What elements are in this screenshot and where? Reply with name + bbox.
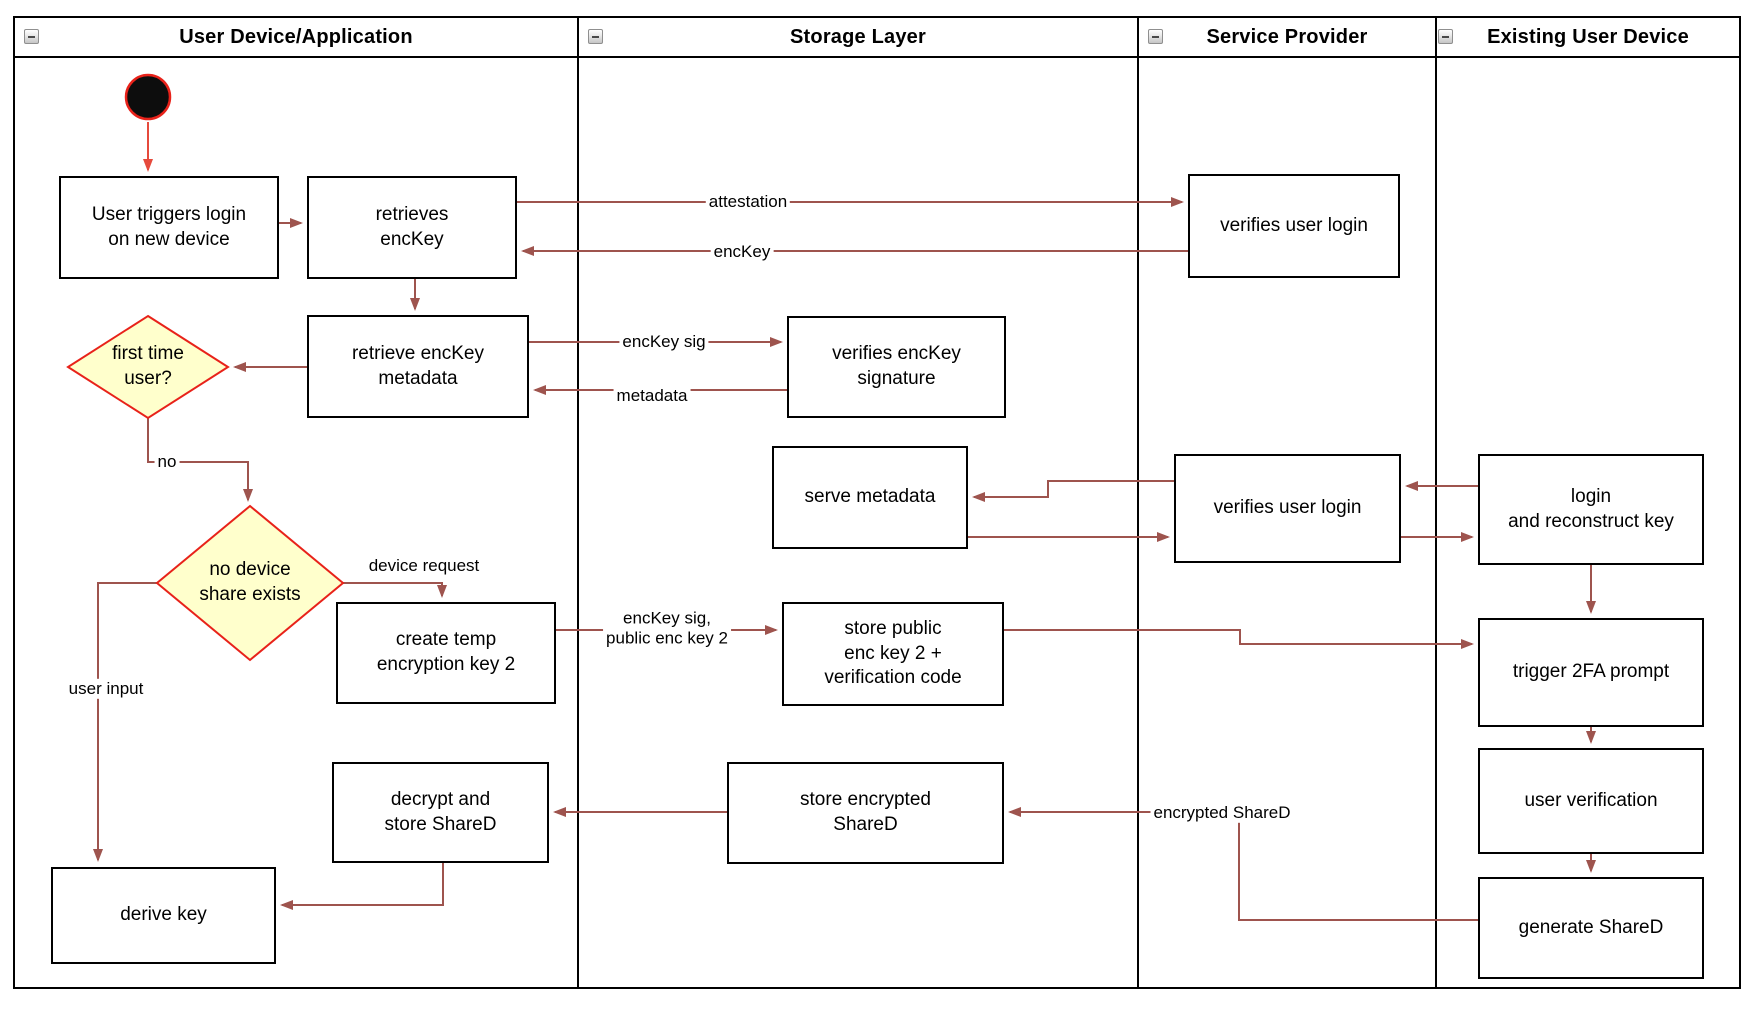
edge-label-enckey-sig-public-key: encKey sig, public enc key 2 (603, 608, 731, 650)
minus-glyph (1442, 35, 1449, 38)
collapse-minus-icon[interactable] (588, 29, 603, 44)
edge-label-device-request: device request (365, 555, 483, 577)
edge-no-branch (147, 417, 253, 502)
generate-shared[interactable] (1478, 877, 1704, 979)
lane-header-existing-user-device[interactable]: Existing User Device (1436, 17, 1740, 57)
edge-label-metadata-return: metadata (613, 385, 691, 407)
lane-header-storage-layer[interactable]: Storage Layer (578, 17, 1138, 57)
edge-device-request (343, 582, 447, 598)
edge-label-encrypted-shared: encrypted ShareD (1150, 802, 1294, 824)
edge-decrypt-to-derive (280, 862, 444, 910)
store-encrypted-shared[interactable] (727, 762, 1004, 864)
verifies-user-login-top[interactable] (1188, 174, 1400, 278)
lane-title: User Device/Application (179, 25, 413, 48)
lane-header-user-device[interactable]: User Device/Application (14, 17, 578, 57)
decrypt-and-store-shared[interactable] (332, 762, 549, 863)
store-public-enc-key[interactable] (782, 602, 1004, 706)
derive-key[interactable] (51, 867, 276, 964)
user-triggers-login[interactable] (59, 176, 279, 279)
no-device-share-decision[interactable] (155, 504, 345, 662)
edge-verifies-to-serve-metadata (972, 480, 1175, 502)
edge-label-enckey-sig: encKey sig (619, 331, 709, 353)
edge-label-attestation: attestation (705, 191, 791, 213)
user-verification[interactable] (1478, 748, 1704, 854)
create-temp-encryption-key[interactable] (336, 602, 556, 704)
collapse-minus-icon[interactable] (1438, 29, 1453, 44)
lane-title: Existing User Device (1487, 25, 1689, 48)
first-time-user-decision[interactable] (66, 314, 230, 420)
minus-glyph (28, 35, 35, 38)
trigger-2fa-prompt[interactable] (1478, 618, 1704, 727)
lane-header-service-provider[interactable]: Service Provider (1138, 17, 1436, 57)
edge-user-input (93, 582, 157, 862)
collapse-minus-icon[interactable] (1148, 29, 1163, 44)
lane-title: Storage Layer (790, 25, 926, 48)
diagram-frame (13, 16, 1741, 989)
edge-label-user-input: user input (65, 678, 147, 700)
verifies-user-login-mid[interactable] (1174, 454, 1401, 563)
lane-title: Service Provider (1206, 25, 1368, 48)
edge-label-no-branch: no (154, 451, 180, 473)
verifies-enckey-signature[interactable] (787, 316, 1006, 418)
start-node[interactable] (124, 73, 172, 121)
retrieve-enckey-metadata[interactable] (307, 315, 529, 418)
retrieves-enckey[interactable] (307, 176, 517, 279)
minus-glyph (1152, 35, 1159, 38)
edge-encrypted-shared (1008, 807, 1479, 921)
collapse-minus-icon[interactable] (24, 29, 39, 44)
serve-metadata[interactable] (772, 446, 968, 549)
edge-label-enckey-return: encKey (710, 241, 774, 263)
minus-glyph (592, 35, 599, 38)
login-and-reconstruct-key[interactable] (1478, 454, 1704, 565)
edge-store-public-to-2fa (1003, 629, 1474, 649)
